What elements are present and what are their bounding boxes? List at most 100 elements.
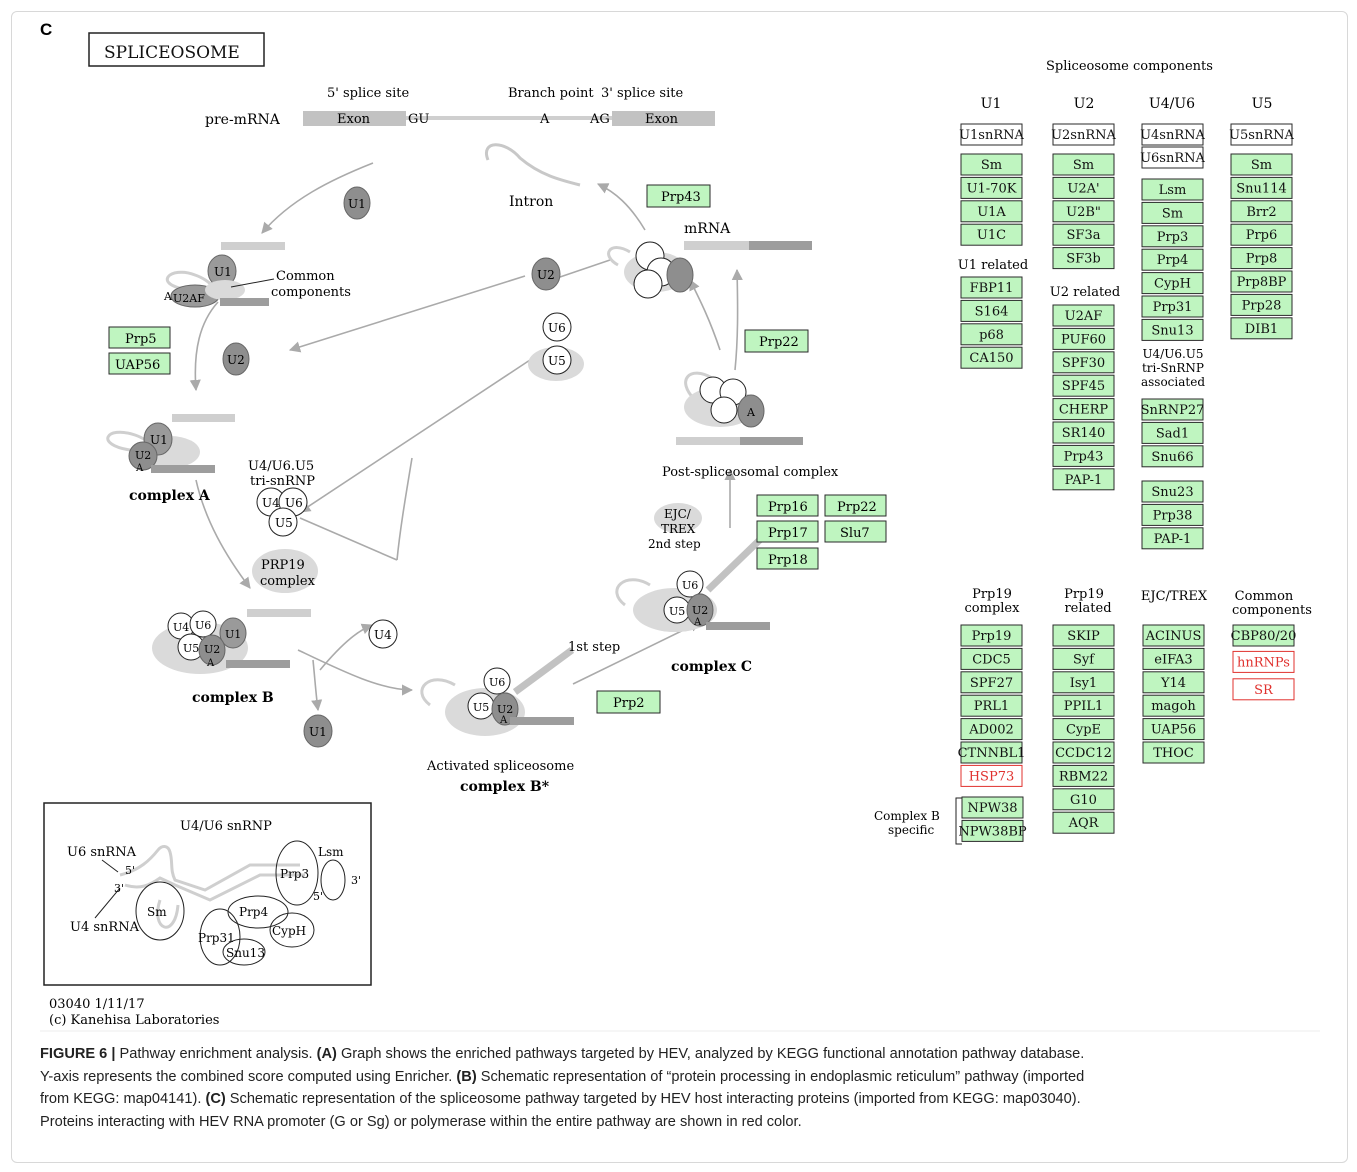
prp43-box xyxy=(646,184,711,208)
prp19r-gene-6-label: RBM22 xyxy=(1059,769,1108,784)
prp19c-red-label: HSP73 xyxy=(969,769,1015,784)
five-splice-site-label: 5' splice site xyxy=(327,86,409,101)
prp19c-gene-5-label: CTNNBL1 xyxy=(958,746,1026,761)
ejc-gene-5-box xyxy=(1142,741,1205,764)
u1-snrna-box xyxy=(960,123,1023,146)
tri-snrnp-label-1: U4/U6.U5 xyxy=(248,459,314,474)
u5-gene-3-label: Prp6 xyxy=(1246,228,1278,243)
b-u6-label: U6 xyxy=(195,619,211,632)
slu7-label: Slu7 xyxy=(840,526,870,541)
prp16-box xyxy=(756,494,819,517)
u1-snrna-label: U1snRNA xyxy=(959,128,1024,143)
u46-column-title: U4/U6 xyxy=(1149,96,1195,112)
figure-frame xyxy=(11,11,1348,1163)
b-u4-label: U4 xyxy=(173,621,189,634)
u5-gene-4-label: Prp8 xyxy=(1246,252,1278,267)
prp19r-gene-2-label: Isy1 xyxy=(1070,676,1097,691)
prp19r-gene-8-box xyxy=(1052,811,1115,834)
u46-gene-3-box xyxy=(1141,248,1204,271)
caption-t5: Schematic representation of the spliceos… xyxy=(225,1091,1081,1107)
u46-gene-2-label: Prp3 xyxy=(1157,230,1189,245)
prp19c-gene-0-box xyxy=(960,624,1023,647)
complexb-gene-0-box xyxy=(961,796,1024,819)
post-spliceosomal-label: Post-spliceosomal complex xyxy=(662,465,839,480)
post-a-label: A xyxy=(746,406,756,419)
u2-related-0-box xyxy=(1052,304,1115,327)
tri-u5-label: U5 xyxy=(275,516,293,530)
a-a-label: A xyxy=(135,463,144,474)
u2-particle-left xyxy=(222,342,250,376)
u5-gene-5-label: Prp8BP xyxy=(1237,275,1287,290)
prp17-label: Prp17 xyxy=(768,526,808,541)
u6-snrna-box xyxy=(1141,146,1204,169)
ejc-label-2: TREX xyxy=(661,522,696,536)
spliceosome-diagram: SPLICEOSOME pre-mRNA 5' splice site Bran… xyxy=(40,32,1320,1032)
ejc-gene-4-box xyxy=(1142,718,1205,741)
u2-related-7-box xyxy=(1052,468,1115,491)
complexb-gene-1-box xyxy=(961,819,1024,842)
u2-gene-3-label: SF3a xyxy=(1067,228,1101,243)
prp19c-gene-2-label: SPF27 xyxy=(970,676,1013,691)
u1-gene-0-label: Sm xyxy=(981,158,1002,173)
prp19c-gene-4-label: AD002 xyxy=(968,723,1014,738)
common-pointer xyxy=(230,278,275,288)
tri-u4-label: U4 xyxy=(262,496,280,510)
u2-related-2-box xyxy=(1052,351,1115,374)
bstar-a-label: A xyxy=(499,715,508,726)
u46-gene-0-box xyxy=(1141,178,1204,201)
e-u2af-label: U2AF xyxy=(173,292,205,305)
u46-gene-2-box xyxy=(1141,225,1204,248)
prp18-label: Prp18 xyxy=(768,553,808,568)
ejc-gene-5-label: THOC xyxy=(1153,746,1194,761)
u2-related-3-box xyxy=(1052,374,1115,397)
prp19r-gene-2-box xyxy=(1052,671,1115,694)
complexb-specific-label-1: Complex B xyxy=(874,809,940,823)
ejc-gene-0-label: ACINUS xyxy=(1145,629,1202,644)
prp19r-gene-1-label: Syf xyxy=(1073,652,1095,667)
u2-related-2-label: SPF30 xyxy=(1062,356,1105,371)
u5-particle-center xyxy=(542,345,572,375)
prp2-box xyxy=(596,690,661,714)
u5-gene-1-label: Snu114 xyxy=(1236,181,1286,196)
c-a-label: A xyxy=(693,617,702,628)
u46-extra-1-box xyxy=(1141,503,1204,526)
prp5-box xyxy=(108,326,171,349)
u1-related-3-label: CA150 xyxy=(969,351,1013,366)
branch-point-label: Branch point xyxy=(508,86,594,101)
u2-gene-0-label: Sm xyxy=(1073,158,1094,173)
ejc-label-3: 2nd step xyxy=(648,537,701,551)
three-splice-site-label: 3' splice site xyxy=(601,86,683,101)
u6-particle-center-label: U6 xyxy=(548,321,566,335)
u2-related-5-box xyxy=(1052,421,1115,444)
uap56-cycle-label: UAP56 xyxy=(115,358,160,373)
ejc-column-title: EJC/TREX xyxy=(1141,589,1208,604)
u2-particle-center xyxy=(531,257,561,291)
prp22-second-box xyxy=(824,494,887,517)
complexb-specific-label-2: specific xyxy=(888,823,935,837)
e-complex xyxy=(165,242,285,308)
u46-gene-3-label: Prp4 xyxy=(1157,253,1189,268)
u46-extra-1-label: Prp38 xyxy=(1153,508,1193,523)
prp22-box xyxy=(744,329,809,353)
inset-three-left: 3' xyxy=(114,882,124,895)
u5-gene-5-box xyxy=(1230,270,1293,293)
u5-gene-1-box xyxy=(1230,176,1293,199)
u46-gene-4-box xyxy=(1141,272,1204,295)
prp5-label: Prp5 xyxy=(125,332,157,347)
u46-extra-0-box xyxy=(1141,480,1204,503)
ejc-gene-2-box xyxy=(1142,671,1205,694)
u1-particle-bottom-label: U1 xyxy=(309,725,327,739)
prp19c-gene-5-box xyxy=(960,741,1023,764)
caption-t4: from KEGG: map04141). xyxy=(40,1091,206,1107)
prp22-label: Prp22 xyxy=(759,335,799,350)
complexb-bracket xyxy=(955,797,962,845)
common-title-2: components xyxy=(1232,603,1312,618)
prp2-label: Prp2 xyxy=(613,696,645,711)
inset-lsm-ellipse xyxy=(320,859,346,901)
u1-related-2-label: p68 xyxy=(979,328,1004,343)
u2-related-3-label: SPF45 xyxy=(1062,379,1105,394)
prp19r-gene-3-label: PPIL1 xyxy=(1064,699,1104,714)
caption-b: (B) xyxy=(456,1068,477,1085)
inset-u6-label: U6 snRNA xyxy=(67,845,137,860)
activated-label: Activated spliceosome xyxy=(426,759,574,774)
